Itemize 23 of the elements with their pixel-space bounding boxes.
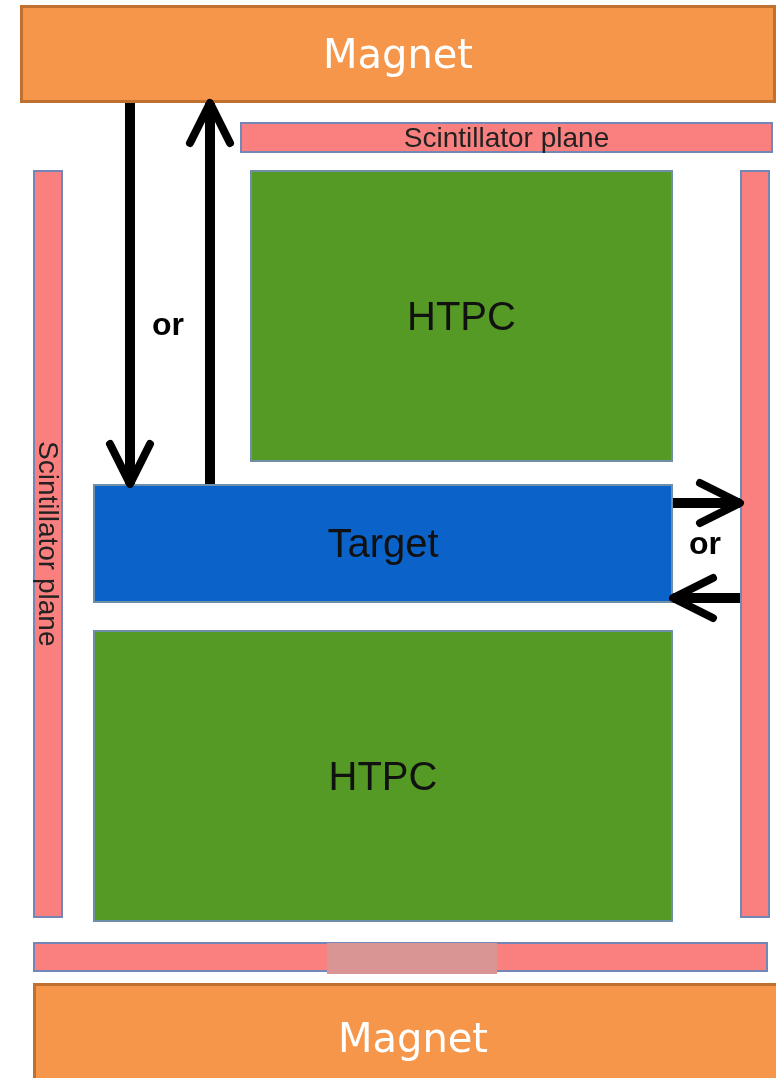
- gap-patch: [327, 943, 497, 974]
- arrow: [186, 99, 234, 484]
- label-text: Magnet: [337, 1015, 489, 1061]
- label-text: Target: [327, 521, 439, 566]
- or-label: or: [152, 308, 184, 340]
- magnet-block: [33, 983, 776, 1078]
- magnet-block: [20, 5, 776, 103]
- label-text: Scintillator plane: [32, 441, 64, 647]
- arrow: [669, 574, 740, 622]
- scintillator-bar: [740, 170, 770, 918]
- or-label: or: [689, 527, 721, 559]
- scintillator-plane: [240, 122, 773, 153]
- htpc-block: [250, 170, 673, 462]
- scintillator-bar: [33, 942, 768, 972]
- arrow: [673, 479, 744, 527]
- label-text: Scintillator plane: [403, 121, 610, 154]
- label-text: Magnet: [322, 31, 474, 77]
- label-text: HTPC: [407, 293, 516, 339]
- arrow: [106, 103, 154, 488]
- target-block: [93, 484, 673, 603]
- htpc-block: [93, 630, 673, 922]
- label-text: HTPC: [328, 753, 438, 799]
- scintillator-plane: [33, 170, 63, 918]
